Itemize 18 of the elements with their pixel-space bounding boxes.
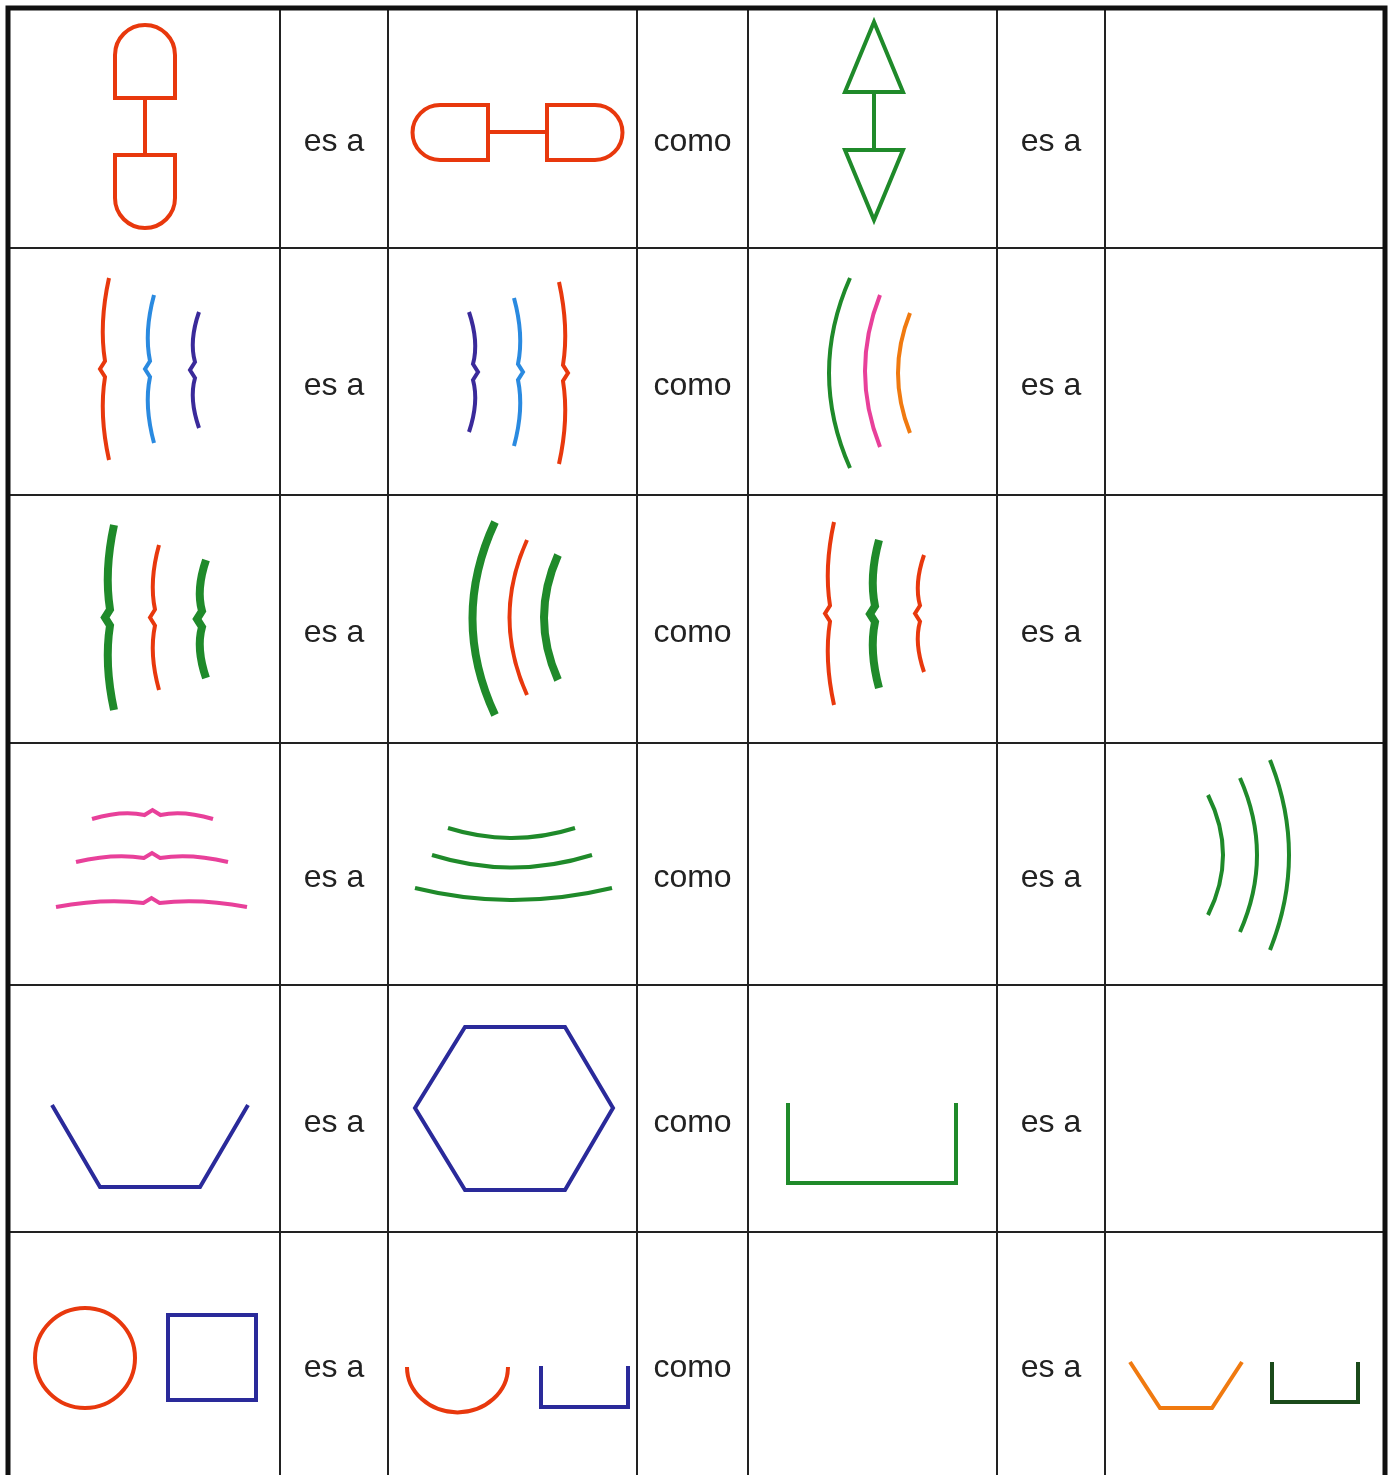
cell-text: como <box>653 1347 732 1384</box>
cell-text: es a <box>1020 121 1082 159</box>
cell-text: como <box>653 1102 732 1139</box>
cell-text: como <box>653 857 732 895</box>
cell-text: es a <box>303 1347 365 1384</box>
cell-text: es a <box>303 365 365 402</box>
cell-text: es a <box>1020 365 1082 402</box>
cell-text: es a <box>1020 612 1082 650</box>
cell-text: como <box>653 121 732 159</box>
cell-text: es a <box>303 857 365 895</box>
cell-text: como <box>653 365 732 402</box>
cell-text: como <box>653 612 732 650</box>
cell-text: es a <box>303 612 365 650</box>
cell-text: es a <box>1020 1102 1082 1139</box>
cell-text: es a <box>1020 857 1082 895</box>
cell-text: es a <box>1020 1347 1082 1384</box>
cell-text: es a <box>303 121 365 159</box>
cell-text: es a <box>303 1102 365 1139</box>
